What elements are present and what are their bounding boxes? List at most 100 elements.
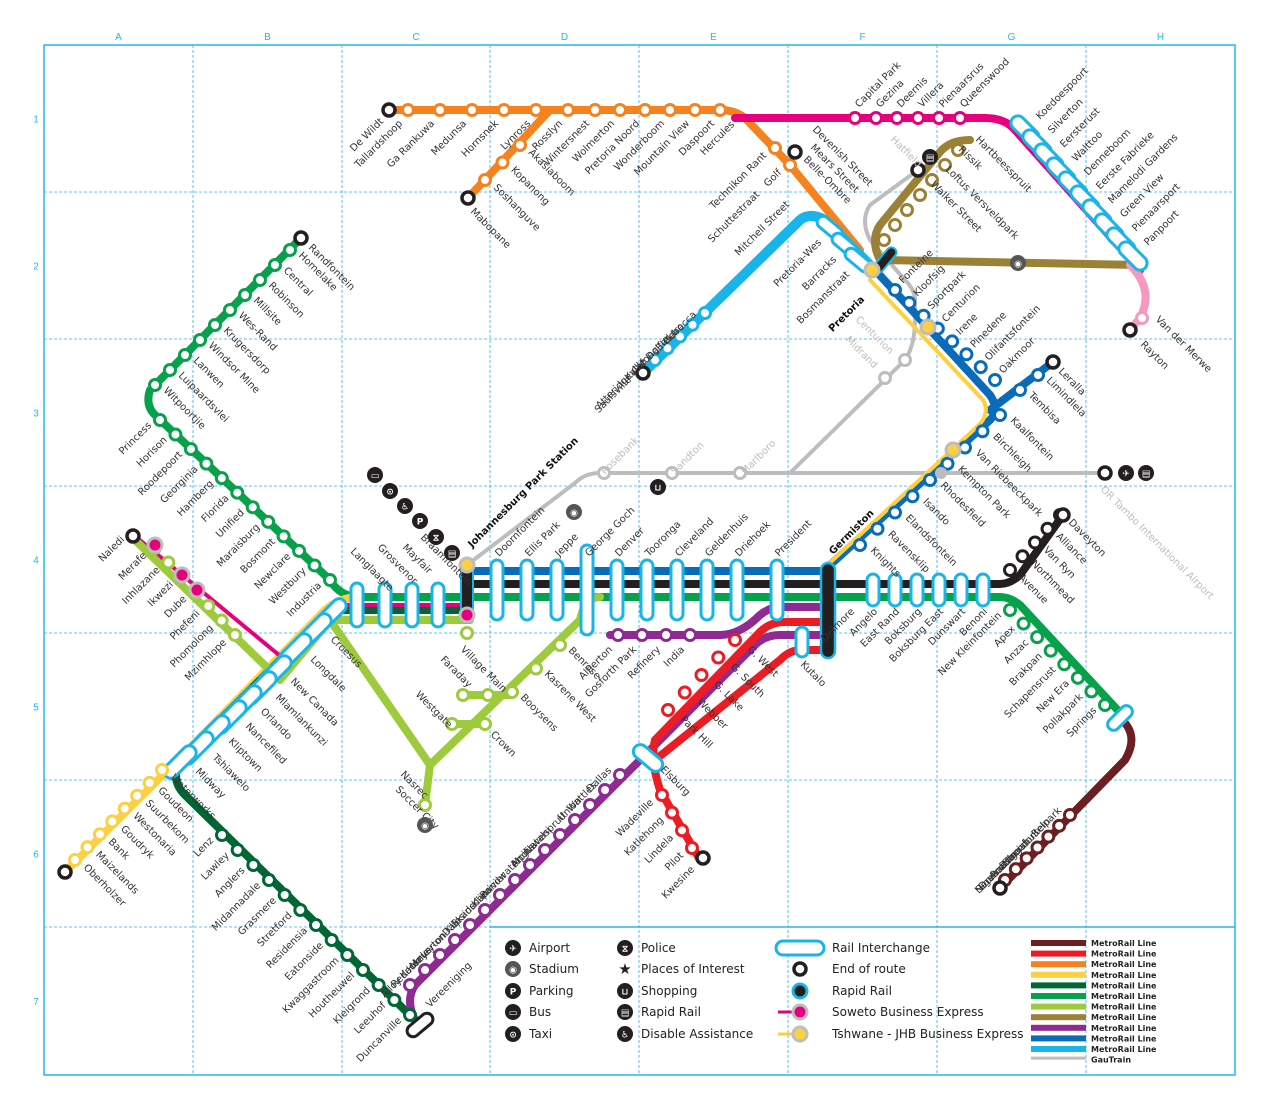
station-stop[interactable] — [80, 840, 95, 855]
station-stop[interactable] — [878, 371, 892, 385]
rail-interchange[interactable] — [161, 743, 199, 781]
station-label[interactable]: Kwesine — [660, 864, 697, 901]
rail-interchange[interactable] — [377, 581, 393, 629]
express-stop[interactable] — [919, 318, 937, 336]
express-stop[interactable] — [863, 261, 881, 279]
express-stop[interactable] — [944, 441, 962, 459]
station-stop[interactable] — [1030, 630, 1045, 645]
station-stop[interactable] — [92, 827, 107, 842]
station-stop[interactable] — [199, 456, 214, 471]
station-label[interactable]: Kutalo — [798, 659, 828, 689]
station-stop[interactable] — [953, 111, 967, 125]
station-stop[interactable] — [324, 933, 339, 947]
station-stop[interactable] — [183, 442, 198, 457]
station-stop[interactable] — [1031, 368, 1045, 382]
station-stop[interactable] — [478, 903, 492, 917]
station-stop[interactable] — [900, 203, 914, 217]
station-stop[interactable] — [1052, 818, 1067, 833]
station-stop[interactable] — [387, 993, 402, 1007]
station-stop[interactable] — [598, 783, 612, 797]
rail-interchange[interactable] — [609, 558, 625, 622]
station-stop[interactable] — [1041, 829, 1056, 844]
station-stop[interactable] — [161, 555, 176, 570]
station-stop[interactable] — [201, 599, 216, 613]
station-stop[interactable] — [988, 373, 1002, 387]
express-stop[interactable] — [458, 556, 476, 574]
station-label[interactable]: Booysens — [518, 692, 560, 734]
station-stop[interactable] — [208, 318, 222, 332]
station-stop[interactable] — [142, 775, 157, 790]
end-of-route-stop[interactable] — [992, 880, 1008, 896]
station-stop[interactable] — [1084, 684, 1099, 699]
station-stop[interactable] — [309, 918, 323, 932]
station-stop[interactable] — [613, 768, 627, 782]
station-stop[interactable] — [553, 638, 567, 652]
station-stop[interactable] — [1015, 549, 1030, 564]
station-stop[interactable] — [661, 703, 675, 717]
rail-interchange[interactable] — [430, 581, 446, 629]
station-stop[interactable] — [711, 650, 726, 665]
station-label[interactable]: Apex — [992, 624, 1018, 650]
station-stop[interactable] — [973, 360, 988, 375]
station-label[interactable]: Lenz — [192, 835, 216, 859]
station-stop[interactable] — [925, 173, 939, 187]
station-label[interactable]: Naledi — [97, 534, 127, 564]
station-stop[interactable] — [663, 103, 677, 117]
rail-interchange[interactable] — [909, 572, 925, 608]
end-of-route-stop[interactable] — [635, 365, 651, 381]
station-stop[interactable] — [168, 427, 183, 442]
station-stop[interactable] — [853, 538, 867, 552]
station-stop[interactable] — [340, 948, 355, 962]
station-label[interactable]: Westgate — [413, 689, 454, 730]
station-stop[interactable] — [463, 918, 477, 932]
station-stop[interactable] — [356, 963, 370, 977]
station-stop[interactable] — [568, 813, 582, 827]
end-of-route-stop[interactable] — [1045, 354, 1061, 370]
station-stop[interactable] — [493, 888, 507, 902]
station-stop[interactable] — [665, 466, 679, 480]
station-stop[interactable] — [465, 103, 479, 117]
station-stop[interactable] — [1008, 862, 1023, 877]
station-stop[interactable] — [456, 688, 470, 702]
station-stop[interactable] — [445, 717, 459, 731]
station-stop[interactable] — [888, 218, 902, 232]
rail-interchange[interactable] — [699, 558, 715, 622]
rail-interchange[interactable] — [887, 572, 903, 608]
express-stop[interactable] — [173, 566, 191, 584]
station-stop[interactable] — [495, 155, 510, 170]
station-stop[interactable] — [538, 843, 552, 857]
rail-interchange[interactable] — [975, 572, 991, 608]
rail-interchange[interactable] — [489, 558, 505, 622]
station-stop[interactable] — [902, 295, 917, 310]
station-stop[interactable] — [214, 613, 229, 628]
station-stop[interactable] — [276, 529, 291, 544]
station-stop[interactable] — [959, 347, 974, 362]
rail-interchange[interactable] — [865, 572, 881, 608]
rail-interchange[interactable] — [404, 581, 420, 629]
station-stop[interactable] — [246, 858, 261, 872]
station-label[interactable]: Rosebank — [599, 435, 641, 477]
station-stop[interactable] — [268, 258, 282, 272]
station-stop[interactable] — [433, 948, 447, 962]
station-label[interactable]: Dube — [163, 594, 190, 621]
station-stop[interactable] — [975, 424, 990, 439]
station-label[interactable]: Crown — [488, 729, 518, 759]
station-stop[interactable] — [1003, 603, 1017, 617]
station-label[interactable]: Mabopane — [468, 206, 513, 251]
station-stop[interactable] — [1040, 521, 1055, 536]
station-stop[interactable] — [148, 378, 162, 392]
station-stop[interactable] — [898, 353, 912, 367]
station-stop[interactable] — [888, 505, 902, 520]
rail-interchange[interactable] — [1105, 703, 1135, 733]
end-of-route-stop[interactable] — [293, 230, 309, 246]
station-stop[interactable] — [403, 1008, 417, 1022]
station-stop[interactable] — [913, 188, 927, 202]
station-stop[interactable] — [1019, 851, 1034, 866]
gautrain-interchange-stop[interactable] — [935, 467, 947, 479]
station-stop[interactable] — [993, 408, 1007, 422]
station-stop[interactable] — [523, 858, 537, 872]
station-stop[interactable] — [163, 363, 177, 377]
station-stop[interactable] — [283, 243, 297, 257]
rail-interchange[interactable] — [1116, 239, 1150, 273]
end-of-route-stop[interactable] — [125, 528, 141, 544]
